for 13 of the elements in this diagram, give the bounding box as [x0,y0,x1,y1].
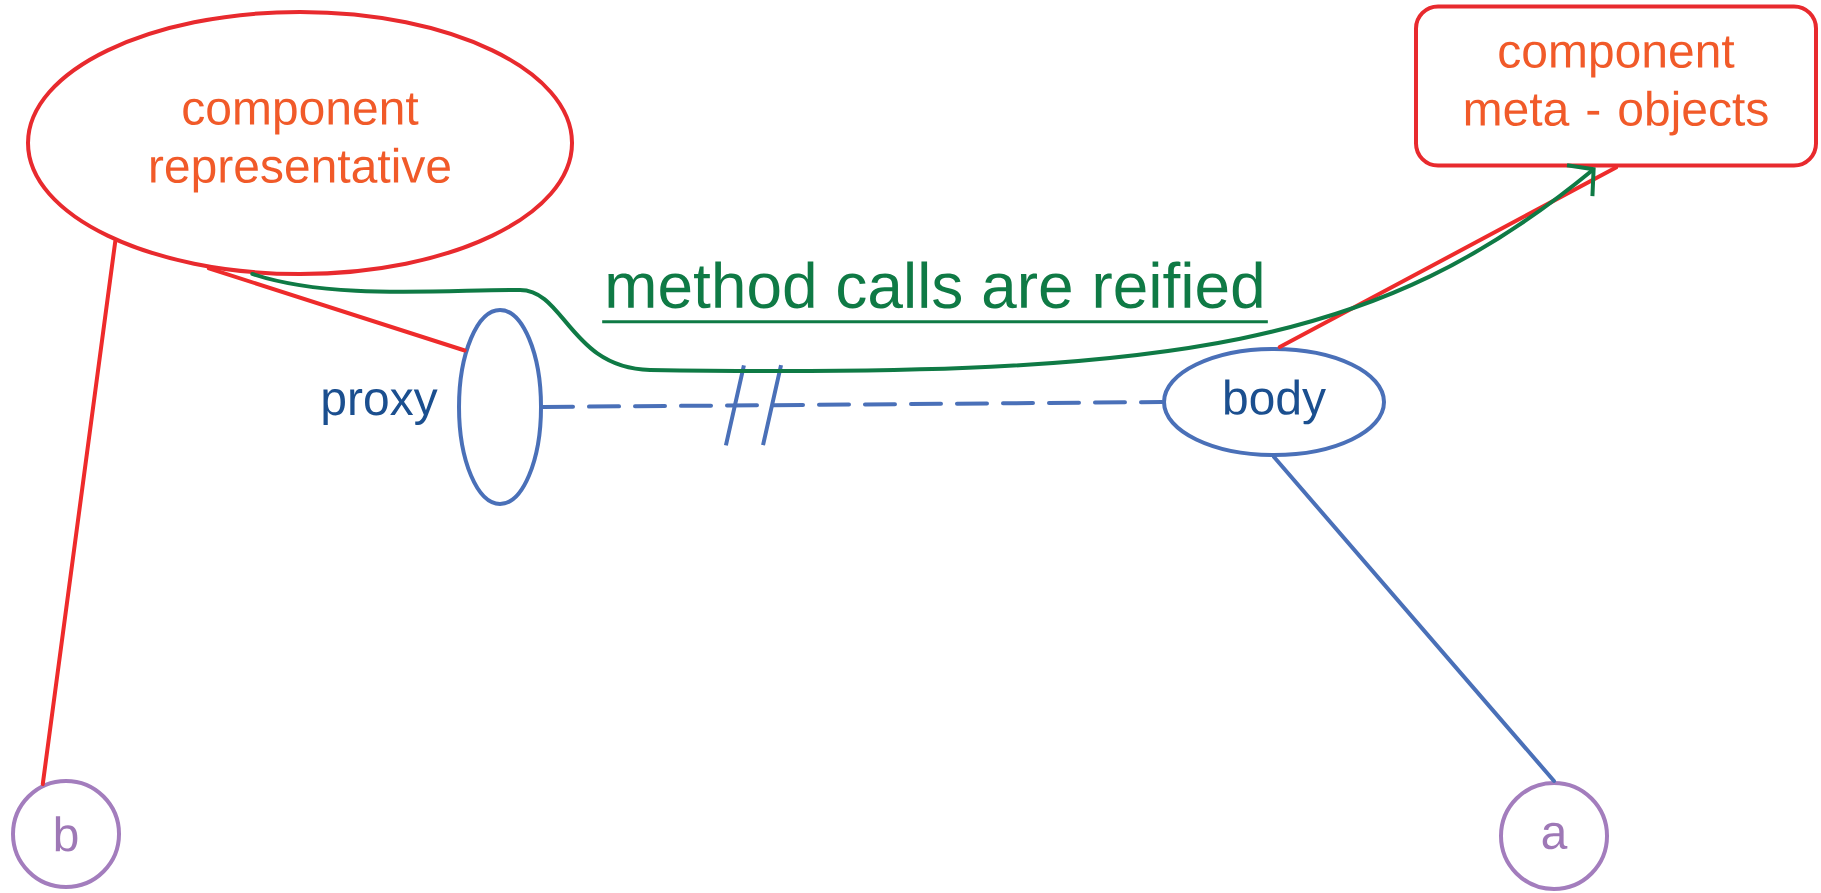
edge-label: method calls are reified [602,261,1268,324]
connector-line [40,239,118,787]
connector-line [541,400,1164,409]
connector-line [206,266,467,353]
circle-node: a [1499,781,1609,891]
connector-line [1277,165,1618,350]
rounded-box: component meta - objects [1414,4,1818,168]
arrow [250,163,1596,374]
ellipse-node: body [1162,347,1386,457]
connector-line [1272,455,1556,783]
circle-node: b [11,779,121,889]
ellipse-node: component representative [26,10,574,276]
node-label: proxy [323,389,438,425]
